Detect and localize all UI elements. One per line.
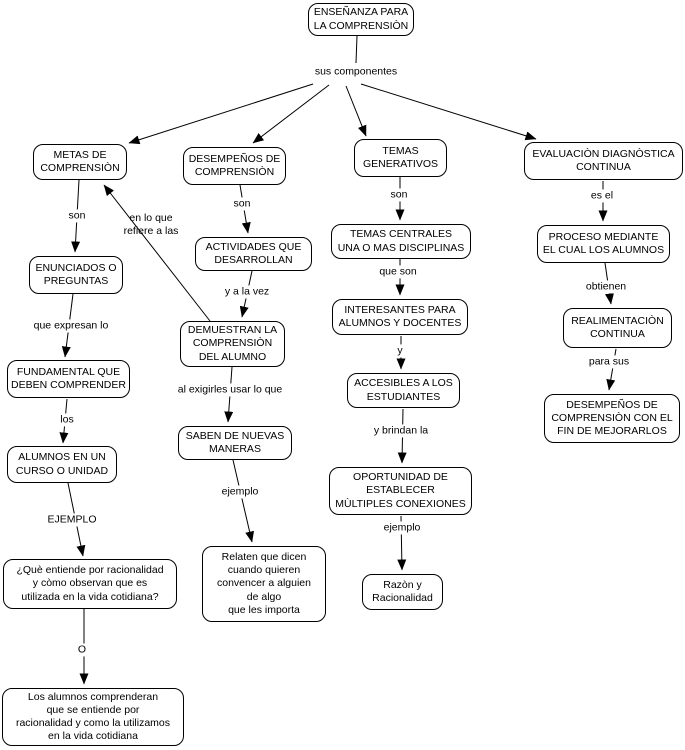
node-evaluacion-diagnostica-continua[interactable]: EVALUACIÒN DIAGNÒSTICA CONTINUA (524, 142, 683, 180)
label-o[interactable]: O (75, 643, 89, 657)
label-es-el[interactable]: es el (588, 189, 616, 203)
node-metas-de-comprension[interactable]: METAS DE COMPRENSIÒN (33, 144, 127, 180)
label-y[interactable]: y (395, 344, 405, 358)
label-en-lo-que-refiere[interactable]: en lo que refiere a las (123, 211, 179, 237)
label-son-metas[interactable]: son (66, 209, 88, 223)
label-que-expresan-lo[interactable]: que expresan lo (31, 319, 111, 333)
label-son-desempenos[interactable]: son (231, 197, 253, 211)
node-razon-y-racionalidad[interactable]: Razòn y Racionalidad (362, 574, 443, 610)
node-realimentacion-continua[interactable]: REALIMENTACIÒN CONTINUA (563, 308, 672, 348)
node-temas-centrales[interactable]: TEMAS CENTRALES UNA O MAS DISCIPLINAS (331, 224, 471, 259)
label-y-a-la-vez[interactable]: y a la vez (222, 285, 272, 299)
node-temas-generativos[interactable]: TEMAS GENERATIVOS (354, 139, 447, 177)
label-ejemplo-metas[interactable]: EJEMPLO (45, 513, 99, 527)
label-obtienen[interactable]: obtienen (583, 280, 629, 294)
node-demuestran-la-comprension-del-alumno[interactable]: DEMUESTRAN LA COMPRENSIÒN DEL ALUMNO (180, 321, 285, 367)
node-los-alumnos-comprenderan[interactable]: Los alumnos comprenderan que se entiende… (2, 688, 184, 746)
node-interesantes-para-alumnos-y-docentes[interactable]: INTERESANTES PARA ALUMNOS Y DOCENTES (332, 299, 468, 335)
label-sus-componentes[interactable]: sus componentes (312, 65, 400, 79)
node-accesibles-a-los-estudiantes[interactable]: ACCESIBLES A LOS ESTUDIANTES (347, 373, 460, 408)
node-relaten-que-dicen[interactable]: Relaten que dicen cuando quieren convenc… (202, 546, 326, 622)
node-ensenanza-para-la-comprension[interactable]: ENSEÑANZA PARA LA COMPRENSIÒN (308, 3, 414, 36)
node-desempenos-comprension-mejorarlos[interactable]: DESEMPEÑOS DE COMPRENSIÒN CON EL FIN DE … (544, 394, 680, 443)
node-saben-de-nuevas-maneras[interactable]: SABEN DE NUEVAS MANERAS (178, 426, 292, 460)
label-son-temas[interactable]: son (388, 188, 410, 202)
label-que-son[interactable]: que son (377, 265, 419, 279)
node-alumnos-en-un-curso-o-unidad[interactable]: ALUMNOS EN UN CURSO O UNIDAD (7, 446, 117, 483)
label-al-exigirles[interactable]: al exigirles usar lo que (175, 383, 285, 397)
node-enunciados-o-preguntas[interactable]: ENUNCIADOS O PREGUNTAS (29, 256, 123, 294)
label-los[interactable]: los (58, 413, 76, 427)
label-para-sus[interactable]: para sus (586, 355, 632, 369)
label-y-brindan-la[interactable]: y brindan la (371, 424, 431, 438)
node-pregunta-racionalidad[interactable]: ¿Què entiende por racionalidad y còmo ob… (3, 559, 177, 609)
node-oportunidad-multiples-conexiones[interactable]: OPORTUNIDAD DE ESTABLECER MÙLTIPLES CONE… (329, 467, 472, 515)
label-ejemplo-temas[interactable]: ejemplo (381, 521, 423, 535)
node-actividades-que-desarrollan[interactable]: ACTIVIDADES QUE DESARROLLAN (195, 237, 312, 271)
node-fundamental-que-deben-comprender[interactable]: FUNDAMENTAL QUE DEBEN COMPRENDER (7, 360, 130, 398)
node-proceso-mediante-el-cual-los-alumnos[interactable]: PROCESO MEDIANTE EL CUAL LOS ALUMNOS (537, 225, 670, 263)
node-desempenos-de-comprension[interactable]: DESEMPEÑOS DE COMPRENSIÒN (183, 147, 286, 185)
label-ejemplo-desempenos[interactable]: ejemplo (219, 485, 261, 499)
